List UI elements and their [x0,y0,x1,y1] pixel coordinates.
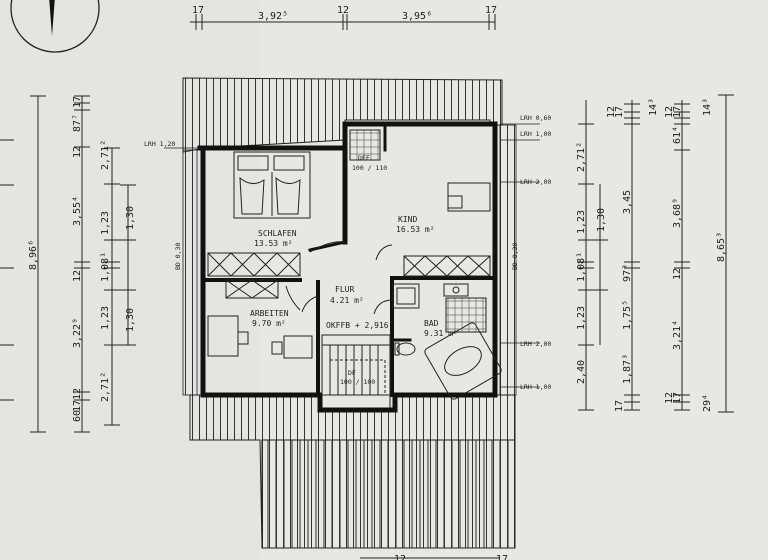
dim-right-a3: 12 [664,106,675,118]
dim-right-a7: 14³ [702,98,713,116]
toilet-icon [396,342,416,356]
room-area-kind: 16.53 m² [396,225,435,234]
room-labels: SCHLAFEN 13.53 m² KIND 16.53 m² FLUR 4.2… [250,154,458,386]
dim-top-mid: 12 [337,5,349,16]
dimension-right-labels: 8,65³ 12 17 12 17 14³ 61⁴ 14³ 2,71² 1,23… [576,98,727,412]
dim-right-d1: 3,45 [622,190,633,214]
dim-left-b1: 2,71² [100,140,111,170]
room-name-kind: KIND [398,215,417,224]
compass-icon [10,0,100,53]
dim-left-b4: 3,22⁹ [72,318,83,348]
dimension-left [0,95,136,433]
dim-left-d1: 1,30 [125,206,136,230]
dim-left-b2: 3,55⁴ [72,196,83,226]
dimension-left-labels: 8,96⁶ 12 87⁷ 17 2,71² 3,55⁴ 12 3,22⁹ 2,7… [28,96,136,422]
dim-right-a4: 17 [672,106,683,118]
bed-icon [233,151,311,219]
dim-bottom-edge-right: 17 [496,554,508,560]
bd-label: BD 0,30 [174,243,182,270]
room-name-arbeiten: ARBEITEN [250,309,289,318]
dim-right-a1: 12 [606,106,617,118]
dim-right-c3: 1,75⁵ [622,300,633,330]
desk-icon [283,335,313,359]
dim-right-e1: 17 [614,400,625,412]
lrh-label: LRH 1,00 [520,130,551,138]
dim-right-e2: 12 [664,392,675,404]
room-area-flur: 4.21 m² [330,296,364,305]
dim-right-a2: 17 [614,106,625,118]
dim-right-c2: 97³ [622,264,633,282]
dim-left-b5: 2,71² [100,372,111,402]
lrh-label: LRH 0,60 [520,114,551,122]
dim-left-c1: 1,23 [100,211,111,235]
dim-left-e3: 12 [72,388,83,400]
dim-left-d2: 1,30 [125,308,136,332]
dim-top-span2: 3,95⁶ [402,11,432,22]
height-markers: LRH 1,20 LRH 0,60 LRH 1,00 LRH 2,00 LRH … [144,114,551,391]
room-area-bad: 9.31 m² [424,329,458,338]
dim-left-e2: 60 [72,410,83,422]
room-name-bad: BAD [424,319,439,328]
dim-right-a6: 61⁴ [672,126,683,144]
dimension-top: 17 3,92⁵ 12 3,95⁶ 17 [190,5,497,30]
dim-right-d3: 12 [672,268,683,280]
dim-right-b5: 2,40 [576,360,587,384]
lrh-label: LRH 2,00 [520,178,551,186]
room-name-flur: FLUR [335,285,354,294]
dimension-bottom: 12 17 [360,554,508,560]
dim-top-span1: 3,92⁵ [258,11,288,22]
window-label: DFF [358,154,370,162]
shower-icon [392,283,420,309]
roof-hatching [182,77,517,549]
bd-label: BD 0,30 [511,243,519,270]
kneewall-cabinets [207,252,491,299]
sink-icon [443,283,469,297]
lrh-label: LRH 1,20 [144,140,175,148]
stair-window-size: 100 / 100 [340,378,375,386]
dimension-right [578,94,734,413]
dim-right-c1: 1,30 [596,208,607,232]
lrh-label: LRH 2,00 [520,340,551,348]
dim-right-b1: 2,71² [576,142,587,172]
dim-right-total: 8,65³ [716,232,727,262]
dim-left-a1: 12 [72,146,83,158]
dim-left-c3: 1,23 [100,306,111,330]
lrh-label: LRH 1,00 [520,383,551,391]
dim-left-a2: 87⁷ [72,114,83,132]
dim-right-e3: 17 [672,392,683,404]
room-area-arbeiten: 9.70 m² [252,319,286,328]
dim-right-b3: 1,08¹ [576,252,587,282]
dim-right-d2: 3,68⁹ [672,198,683,228]
level-marker: OKFFB + 2,916 [326,321,389,330]
dim-left-b3: 12 [72,270,83,282]
dim-bottom-mid: 12 [394,554,406,560]
dim-right-b2: 1,23 [576,210,587,234]
room-area-schlafen: 13.53 m² [254,239,293,248]
dim-right-b4: 1,23 [576,306,587,330]
dim-left-total: 8,96⁶ [28,240,39,270]
window-size: 100 / 110 [352,164,387,172]
dim-left-c2: 1,08¹ [100,252,111,282]
dim-top-edge-right: 17 [485,5,497,16]
staircase [321,334,391,396]
dim-left-a3: 17 [72,96,83,108]
bathtub-icon [424,322,502,400]
dim-right-d4: 3,21⁴ [672,320,683,350]
dim-left-e1: 17 [72,400,83,412]
dim-right-c4: 1,87³ [622,354,633,384]
stair-window-label: DF [348,369,356,377]
dim-right-a5: 14³ [648,98,659,116]
dim-right-e4: 29⁴ [702,394,713,412]
dim-top-edge-left: 17 [192,5,204,16]
room-name-schlafen: SCHLAFEN [258,229,297,238]
furniture [207,129,502,400]
